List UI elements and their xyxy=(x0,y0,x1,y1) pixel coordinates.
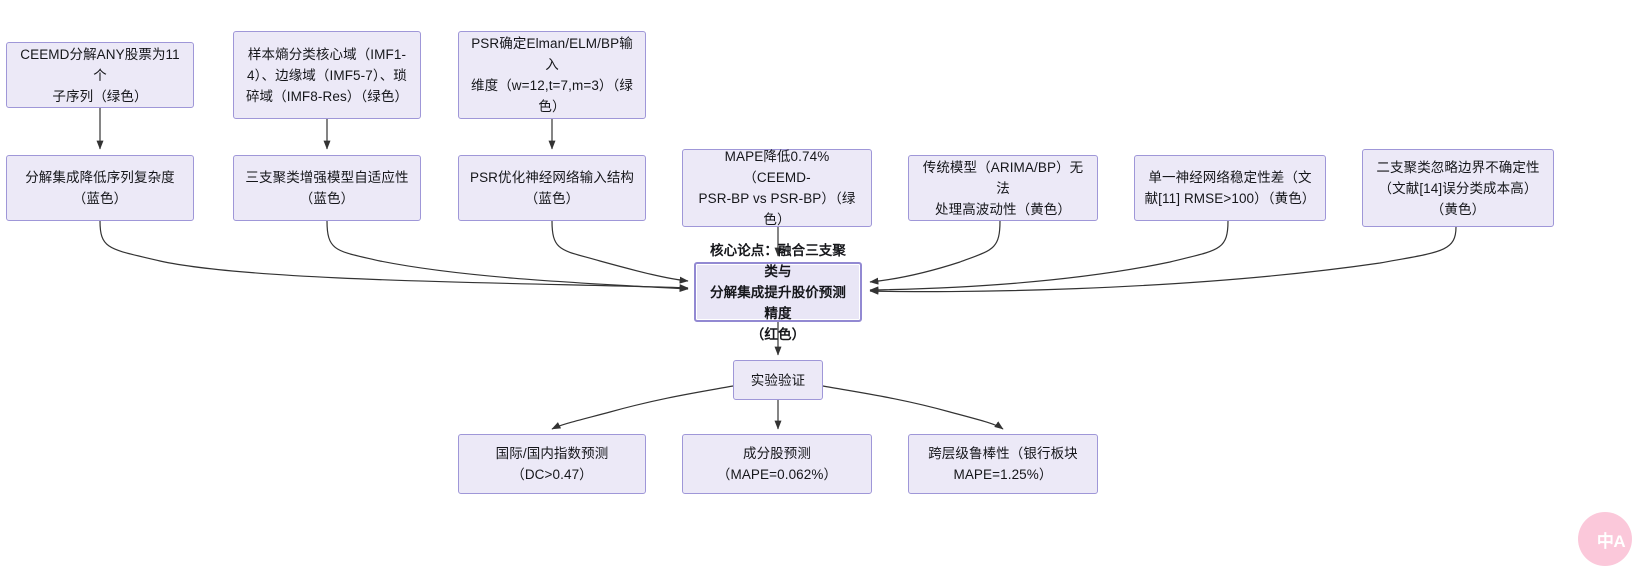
node-sample-entropy[interactable]: 样本熵分类核心域（IMF1- 4）、边缘域（IMF5-7）、琐 碎域（IMF8-… xyxy=(233,31,421,119)
node-mape-improvement[interactable]: MAPE降低0.74%（CEEMD- PSR-BP vs PSR-BP）（绿 色… xyxy=(682,149,872,227)
node-psr-input-dim-label: PSR确定Elman/ELM/BP输入 维度（w=12,t=7,m=3）（绿 色… xyxy=(471,36,633,114)
edge-n9-to-core xyxy=(869,220,1229,294)
node-index-forecast-label: 国际/国内指数预测 （DC>0.47） xyxy=(495,446,609,482)
node-three-way-adaptive-label: 三支聚类增强模型自适应性 （蓝色） xyxy=(245,170,409,206)
edge-exp-to-n13 xyxy=(551,385,734,430)
edge-n8-to-core xyxy=(869,220,1001,285)
node-two-way-boundary[interactable]: 二支聚类忽略边界不确定性 （文献[14]误分类成本高） （黄色） xyxy=(1362,149,1554,227)
edge-n6-to-core xyxy=(551,220,689,284)
node-core-claim[interactable]: 核心论点：融合三支聚类与 分解集成提升股价预测精度 （红色） xyxy=(694,243,862,342)
node-single-network-unstable-label: 单一神经网络稳定性差（文 献[11] RMSE>100）（黄色） xyxy=(1144,170,1316,206)
node-mape-improvement-label: MAPE降低0.74%（CEEMD- PSR-BP vs PSR-BP）（绿 色… xyxy=(698,149,856,227)
node-two-way-boundary-label: 二支聚类忽略边界不确定性 （文献[14]误分类成本高） （黄色） xyxy=(1376,159,1540,217)
node-psr-input-dim[interactable]: PSR确定Elman/ELM/BP输入 维度（w=12,t=7,m=3）（绿 色… xyxy=(458,31,646,119)
node-psr-optimize-structure-label: PSR优化神经网络输入结构 （蓝色） xyxy=(469,170,635,206)
watermark-text: 中A xyxy=(1596,531,1626,551)
node-index-forecast[interactable]: 国际/国内指数预测 （DC>0.47） xyxy=(458,434,646,494)
node-experiment-validation[interactable]: 实验验证 xyxy=(733,360,823,400)
node-single-network-unstable[interactable]: 单一神经网络稳定性差（文 献[11] RMSE>100）（黄色） xyxy=(1134,155,1326,221)
node-experiment-validation-label: 实验验证 xyxy=(750,372,806,388)
node-cross-level-robustness-label: 跨层级鲁棒性（银行板块 MAPE=1.25%） xyxy=(928,446,1078,482)
node-traditional-model-limit-label: 传统模型（ARIMA/BP）无法 处理高波动性（黄色） xyxy=(922,159,1084,217)
node-sample-entropy-label: 样本熵分类核心域（IMF1- 4）、边缘域（IMF5-7）、琐 碎域（IMF8-… xyxy=(245,46,409,104)
node-constituent-forecast-label: 成分股预测 （MAPE=0.062%） xyxy=(716,446,838,482)
edge-n10-to-core xyxy=(869,226,1457,295)
node-ceemd-decompose-label: CEEMD分解ANY股票为11个 子序列（绿色） xyxy=(20,46,180,104)
node-traditional-model-limit[interactable]: 传统模型（ARIMA/BP）无法 处理高波动性（黄色） xyxy=(908,155,1098,221)
node-reduce-complexity[interactable]: 分解集成降低序列复杂度 （蓝色） xyxy=(6,155,194,221)
node-cross-level-robustness[interactable]: 跨层级鲁棒性（银行板块 MAPE=1.25%） xyxy=(908,434,1098,494)
node-ceemd-decompose[interactable]: CEEMD分解ANY股票为11个 子序列（绿色） xyxy=(6,42,194,108)
edge-n4-to-core xyxy=(99,220,689,292)
watermark-badge: 中A xyxy=(1578,512,1632,566)
node-constituent-forecast[interactable]: 成分股预测 （MAPE=0.062%） xyxy=(682,434,872,494)
node-reduce-complexity-label: 分解集成降低序列复杂度 （蓝色） xyxy=(25,170,175,206)
node-psr-optimize-structure[interactable]: PSR优化神经网络输入结构 （蓝色） xyxy=(458,155,646,221)
node-core-claim-label: 核心论点：融合三支聚类与 分解集成提升股价预测精度 （红色） xyxy=(710,242,846,342)
edge-n5-to-core xyxy=(326,220,689,293)
node-three-way-adaptive[interactable]: 三支聚类增强模型自适应性 （蓝色） xyxy=(233,155,421,221)
edge-exp-to-n15 xyxy=(822,385,1004,430)
